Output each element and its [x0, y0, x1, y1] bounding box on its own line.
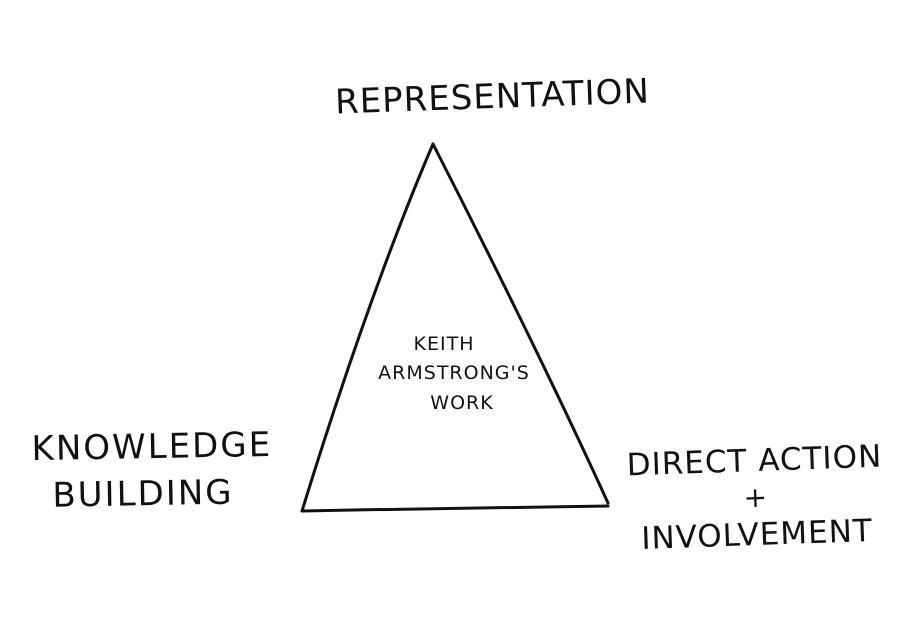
triangle-right-edge	[431, 142, 610, 505]
label-knowledge-building: KNOWLEDGE BUILDING	[31, 424, 273, 516]
triangle-left-edge	[300, 142, 435, 513]
label-direct-action-involvement: DIRECT ACTION + INVOLVEMENT	[626, 438, 885, 558]
center-label-line-1: KEITH	[413, 333, 475, 355]
center-label-keith-armstrongs-work: KEITH ARMSTRONG'S WORK	[374, 330, 534, 418]
label-knowledge-line: KNOWLEDGE	[31, 424, 273, 470]
label-building-line: BUILDING	[52, 472, 234, 516]
center-label-line-2: ARMSTRONG'S	[378, 362, 530, 385]
center-label-line-3: WORK	[430, 391, 494, 414]
label-plus-line: +	[742, 480, 769, 515]
label-direct-action-line: DIRECT ACTION	[626, 438, 883, 484]
triangle-base-edge	[300, 504, 610, 513]
